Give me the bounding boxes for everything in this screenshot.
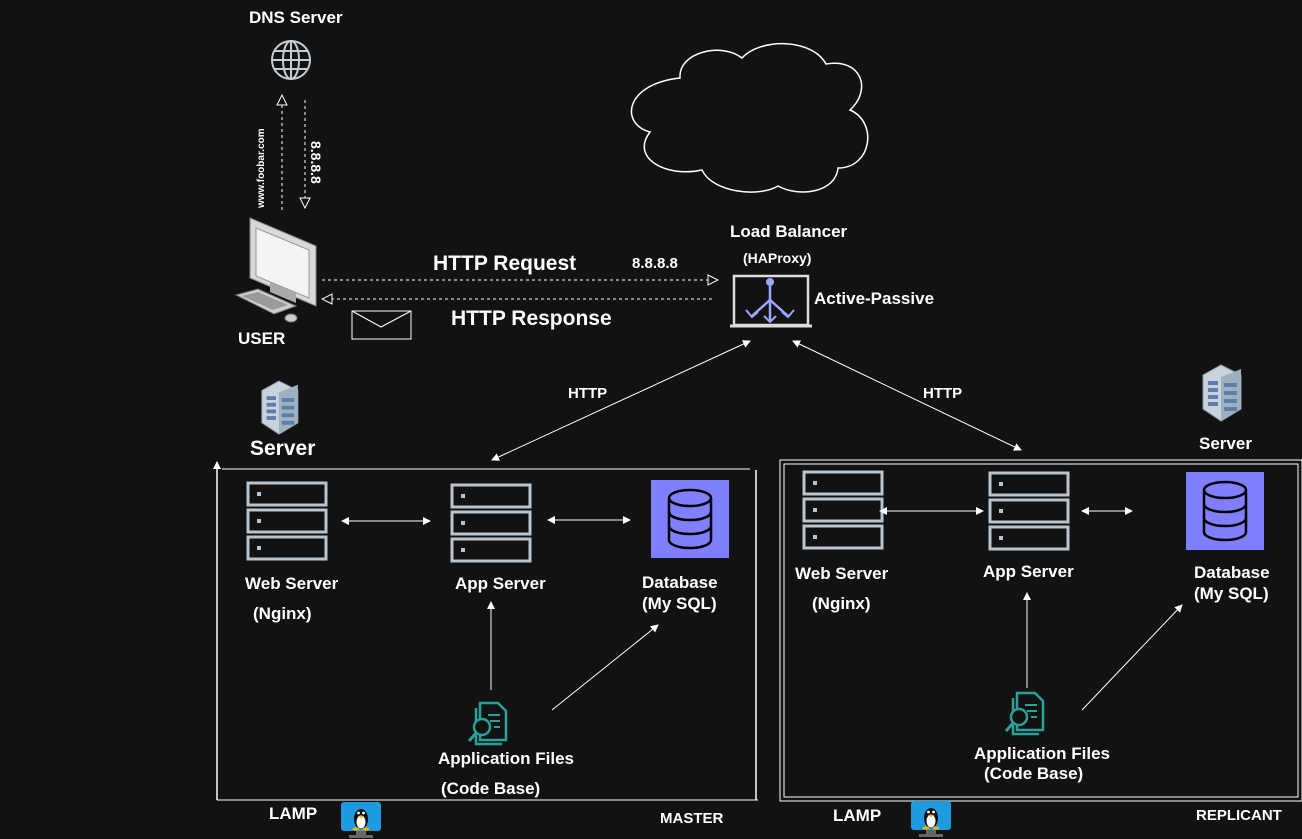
replica-files-db-link <box>1081 604 1183 711</box>
master-files-db-link <box>551 624 659 711</box>
load-balancer-title: Load Balancer <box>730 222 848 241</box>
load-balancer-icon <box>730 274 812 328</box>
globe-icon <box>271 40 311 80</box>
replica-db-software: (My SQL) <box>1194 584 1269 603</box>
envelope-icon <box>351 310 412 340</box>
replica-database-label: Database <box>1194 563 1270 582</box>
dns-answer-label: 8.8.8.8 <box>308 141 324 184</box>
load-balancer-software: (HAProxy) <box>743 250 812 266</box>
master-stack-label: LAMP <box>269 804 318 823</box>
master-db-software: (My SQL) <box>642 594 717 613</box>
master-database-label: Database <box>642 573 718 592</box>
replica-files-icon <box>1004 691 1045 736</box>
http-right-label: HTTP <box>923 385 963 402</box>
master-server-icon <box>261 380 299 435</box>
master-web-server-icon <box>246 481 328 561</box>
master-server-label: Server <box>250 437 316 460</box>
replica-server-label: Server <box>1199 434 1252 453</box>
dns-query-label: www.foobar.com <box>256 128 267 208</box>
replica-box <box>779 459 1302 802</box>
replica-database-icon <box>1184 470 1266 552</box>
master-app-server-icon <box>450 483 532 563</box>
master-files-label: Application Files <box>438 749 575 768</box>
master-app-server-label: App Server <box>455 574 546 593</box>
load-balancer-mode: Active-Passive <box>814 289 935 308</box>
replica-web-server-icon <box>802 470 884 550</box>
http-left-label: HTTP <box>568 385 608 402</box>
replica-stack-label: LAMP <box>833 806 882 825</box>
replica-app-server-icon <box>988 471 1070 551</box>
cloud-icon <box>630 42 869 193</box>
replica-app-server-label: App Server <box>983 562 1074 581</box>
http-response-label: HTTP Response <box>451 307 612 330</box>
master-files-sub: (Code Base) <box>441 779 541 798</box>
replica-web-software: (Nginx) <box>812 594 871 613</box>
replica-role-label: REPLICANT <box>1196 807 1282 824</box>
lb-master-link <box>491 340 751 461</box>
replica-server-icon <box>1202 364 1242 422</box>
master-web-server-label: Web Server <box>245 574 339 593</box>
master-linux-icon <box>341 802 381 838</box>
lb-replica-link <box>792 340 1022 451</box>
computer-icon <box>234 217 317 323</box>
http-request-label: HTTP Request <box>433 252 577 275</box>
replica-files-label: Application Files <box>974 744 1111 763</box>
lb-ip-label: 8.8.8.8 <box>632 255 678 272</box>
master-box <box>213 461 758 801</box>
dns-server-title: DNS Server <box>249 8 343 27</box>
replica-files-sub: (Code Base) <box>984 764 1084 783</box>
replica-web-server-label: Web Server <box>795 564 889 583</box>
master-role-label: MASTER <box>660 810 724 827</box>
master-files-icon <box>467 701 508 746</box>
replica-linux-icon <box>911 801 951 837</box>
master-database-icon <box>649 478 731 560</box>
master-web-software: (Nginx) <box>253 604 312 623</box>
user-label: USER <box>238 329 286 348</box>
